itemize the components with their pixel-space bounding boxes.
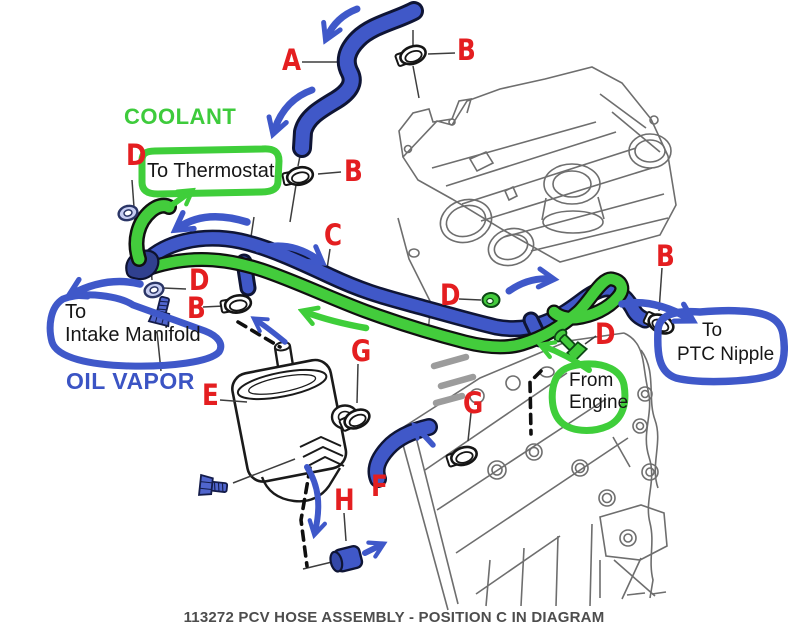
part-label-f: F [371, 468, 388, 504]
arrow-coolant-left [305, 312, 370, 332]
to-thermostat-outline [138, 145, 283, 198]
engine-line-art [397, 66, 677, 611]
thermostat-hose-green [128, 197, 177, 267]
grommet-green-d [481, 292, 501, 308]
part-label-d4: D [595, 316, 616, 352]
bolt-blue-oil-trap [198, 474, 229, 499]
hose-clamp-b3 [218, 292, 254, 317]
arrow-hose-a-top [327, 5, 361, 37]
callout-to-ptc-line1: To [702, 320, 723, 341]
to-ptc-nipple-outline [653, 306, 788, 386]
part-label-b4: B [656, 238, 675, 274]
part-label-g1: G [351, 333, 372, 369]
hose-a [292, 1, 424, 158]
part-label-b2: B [344, 153, 363, 189]
arrow-to-ptc [618, 298, 690, 319]
arrow-hose-c-right-2 [505, 279, 551, 295]
part-label-d2: D [189, 262, 210, 298]
diagram-caption: 113272 PCV HOSE ASSEMBLY - POSITION C IN… [183, 609, 605, 626]
callout-line: Intake Manifold [65, 324, 201, 346]
part-label-d3: D [440, 277, 461, 313]
hose-clamp-b2 [280, 163, 316, 190]
part-label-a: A [282, 42, 302, 78]
flow-arrows [72, 5, 690, 553]
dashed-lines [236, 320, 543, 568]
bushing-h [329, 545, 364, 573]
fasteners [115, 41, 678, 499]
hose-clamp-g2 [443, 442, 481, 471]
to-intake-manifold-outline [46, 291, 225, 370]
arrow-hose-a-mid [274, 86, 316, 131]
arrow-from-engine [543, 346, 592, 373]
part-label-c: C [324, 217, 343, 253]
arrow-elbow-f [416, 427, 436, 448]
part-label-g2: G [463, 385, 484, 421]
arrow-to-thermostat [169, 192, 190, 208]
callout-line: Engine [569, 392, 629, 413]
part-label-h: H [334, 482, 355, 518]
arrow-bushing [362, 545, 381, 553]
hose-clamp-b1 [392, 41, 430, 71]
oil-vapor-label: OIL VAPOR [66, 368, 195, 394]
hoses [125, 1, 654, 573]
part-label-d1: D [126, 137, 147, 173]
callout-to-ptc-line2: PTC Nipple [677, 344, 775, 365]
arrow-junction-left [178, 217, 251, 228]
callout-to-thermostat: To Thermostat [147, 160, 275, 182]
arrow-hose-c-right [254, 242, 320, 261]
coolant-label: COOLANT [124, 104, 237, 129]
arrow-to-intake [72, 282, 144, 294]
callout-line: To [65, 301, 87, 323]
coolant-hose-green [142, 252, 630, 355]
part-label-b3: B [187, 290, 206, 326]
arrow-oil-vapor-up [256, 320, 288, 345]
callout-outlines [46, 145, 788, 434]
callout-line: From [569, 370, 614, 391]
from-engine-outline [548, 360, 629, 434]
part-label-b1: B [457, 32, 476, 68]
arrow-h-down [304, 464, 318, 532]
part-label-e: E [202, 377, 219, 413]
